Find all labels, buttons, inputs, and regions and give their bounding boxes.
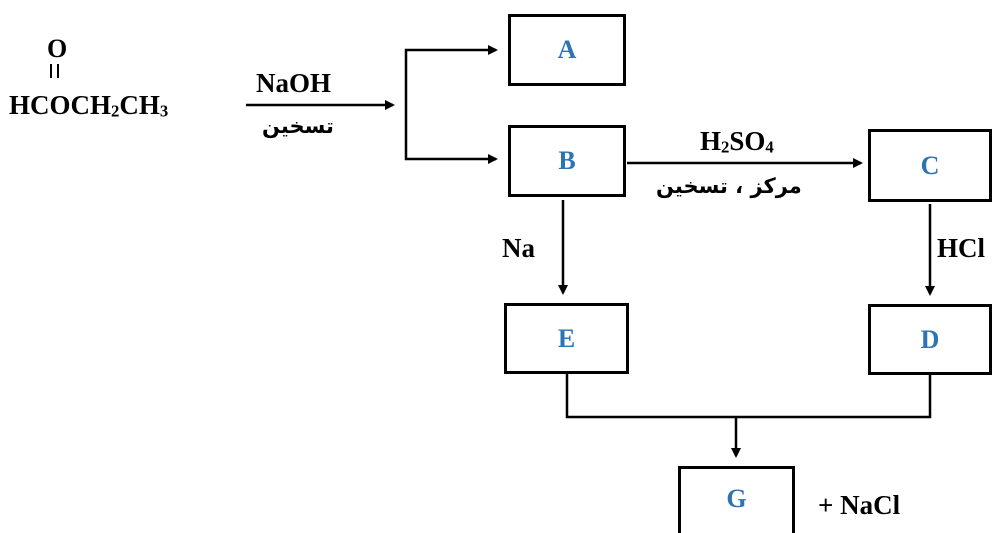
box-c: C [868, 129, 992, 202]
box-e: E [504, 303, 629, 374]
split-bracket-to-a [404, 45, 498, 105]
byproduct-nacl: + NaCl [818, 490, 901, 520]
merge-line-e-d [565, 373, 932, 419]
box-c-label: C [920, 150, 940, 180]
condition-heating: تسخين [262, 114, 334, 138]
box-b: B [508, 125, 626, 197]
double-bond-icon [50, 64, 59, 78]
reagent-h2so4: H2SO4 [700, 126, 774, 157]
box-d: D [868, 304, 992, 375]
box-a: A [508, 14, 626, 86]
box-g: G [678, 466, 795, 533]
split-bracket-to-b [404, 105, 498, 164]
carbonyl-oxygen: O [47, 34, 68, 63]
condition-concentrated-heating: مركز ، تسخين [656, 174, 802, 198]
reagent-na: Na [502, 233, 535, 263]
reagent-naoh: NaOH [256, 68, 332, 98]
reagent-hcl: HCl [937, 233, 986, 263]
box-g-label: G [726, 484, 747, 513]
box-a-label: A [557, 35, 577, 64]
reactant-formula: HCOCH2CH3 [9, 90, 169, 121]
box-d-label: D [920, 324, 940, 354]
box-b-label: B [558, 146, 576, 175]
box-e-label: E [557, 323, 576, 353]
